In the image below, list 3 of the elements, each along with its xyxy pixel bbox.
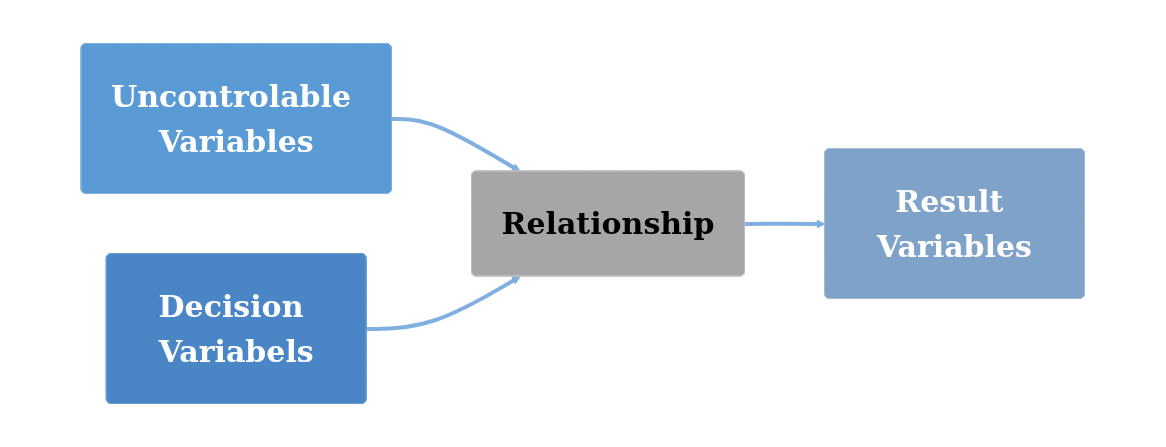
arrow (366, 276, 521, 331)
arrow (745, 219, 826, 229)
arrow (392, 116, 521, 172)
